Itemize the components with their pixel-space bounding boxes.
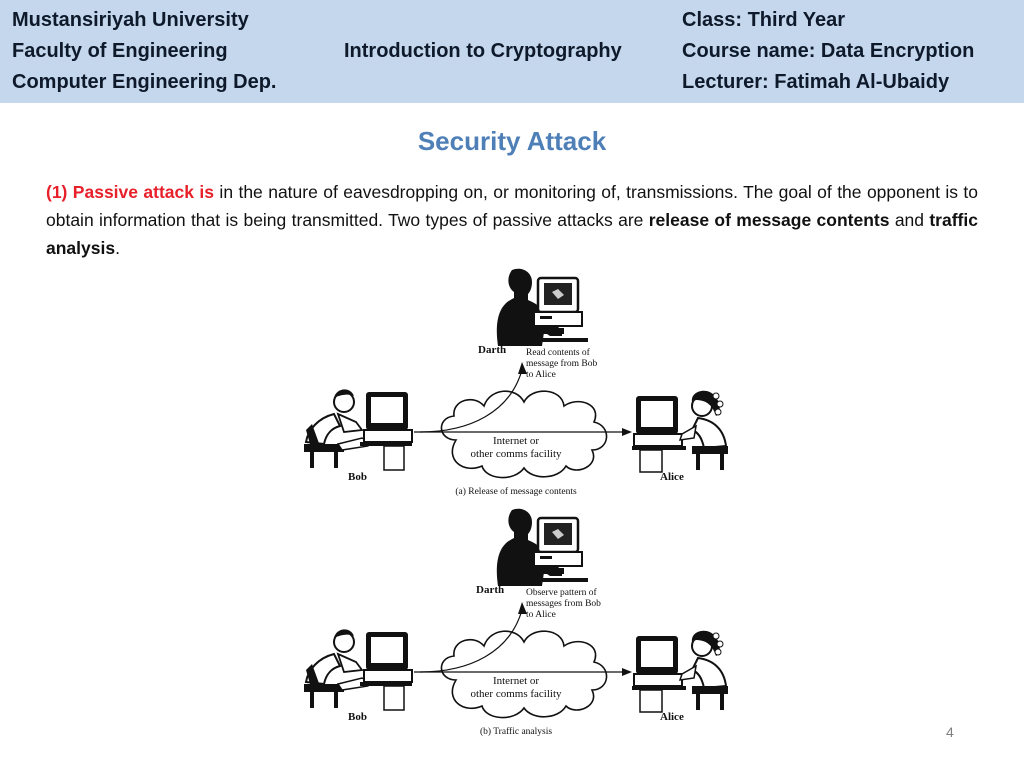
interception-curve: [419, 609, 523, 673]
interception-arrowhead-icon: [518, 602, 527, 614]
receiver-label: Alice: [660, 471, 684, 483]
course-name: Course name: Data Encryption: [682, 40, 975, 62]
attacker-note-line3: to Alice: [526, 370, 556, 380]
darth-computer-icon: [495, 267, 590, 348]
page-number: 4: [946, 724, 954, 740]
cloud-label-line2: other comms facility: [470, 448, 562, 460]
attacker-label: Darth: [476, 584, 504, 596]
receiver-label: Alice: [660, 711, 684, 723]
attacker-note-line2: messages from Bob: [526, 598, 601, 609]
slide-title: Security Attack: [417, 126, 607, 156]
interception-arrowhead-icon: [518, 362, 527, 374]
attacker-note-line3: to Alice: [526, 610, 556, 620]
passive-attack-paragraph: (1) Passive attack is in the nature of e…: [46, 178, 978, 262]
arrowhead-icon: [622, 428, 632, 436]
alice-computer-icon: [631, 389, 729, 473]
term-traffic-analysis: traffic analysis: [46, 210, 978, 258]
bob-computer-icon: [303, 388, 413, 471]
attacker-note-line1: Read contents of: [526, 347, 591, 358]
subject-title: Introduction to Cryptography: [344, 40, 622, 62]
department-name: Computer Engineering Dep.: [12, 71, 277, 93]
figure-a-caption: (a) Release of message contents: [455, 486, 577, 497]
arrowhead-icon: [622, 668, 632, 676]
university-name: Mustansiriyah University: [12, 9, 249, 31]
cloud-label-line1: Internet or: [493, 435, 539, 447]
attacker-label: Darth: [478, 344, 506, 356]
slide-header: Mustansiriyah University Faculty of Engi…: [0, 0, 1024, 103]
attacker-note-line2: message from Bob: [526, 358, 597, 369]
faculty-name: Faculty of Engineering: [12, 40, 228, 62]
class-info: Class: Third Year: [682, 9, 846, 31]
diagram-release-of-message-contents: Darth Read contents of message from Bob …: [303, 267, 729, 497]
figure-b-caption: (b) Traffic analysis: [480, 726, 552, 737]
paragraph-lead: (1) Passive attack is: [46, 182, 215, 202]
cloud-label-line2: other comms facility: [470, 688, 562, 700]
lecturer-name: Lecturer: Fatimah Al-Ubaidy: [682, 71, 950, 93]
darth-computer-icon: [495, 507, 590, 588]
paragraph-end: .: [115, 238, 120, 258]
paragraph-and: and: [889, 210, 930, 230]
term-release-of-message-contents: release of message contents: [648, 210, 890, 230]
cloud-label-line1: Internet or: [493, 675, 539, 687]
diagram-traffic-analysis: Darth Observe pattern of messages from B…: [303, 507, 729, 737]
sender-label: Bob: [348, 711, 367, 723]
interception-curve: [419, 369, 523, 433]
paragraph-text: in the nature of eavesdropping on, or mo…: [46, 182, 978, 230]
passive-attack-figure: Darth Read contents of message from Bob …: [290, 262, 750, 742]
alice-computer-icon: [631, 629, 729, 713]
attacker-note-line1: Observe pattern of: [526, 587, 598, 598]
bob-computer-icon: [303, 628, 413, 711]
sender-label: Bob: [348, 471, 367, 483]
